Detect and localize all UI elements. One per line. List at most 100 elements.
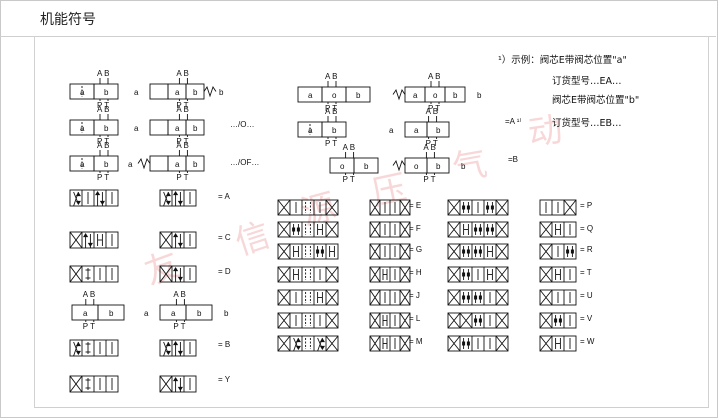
valve-letter: b	[109, 309, 114, 318]
valve-letter: b	[197, 309, 202, 318]
spool-H-group-a	[277, 266, 339, 283]
note-line-3: 阀芯E带阀芯位置"b"	[552, 94, 639, 106]
spool-Y-left	[69, 375, 119, 393]
spool-E-group-a	[277, 199, 339, 216]
spool-M-group-a	[277, 335, 339, 352]
port-label-ab: A B	[176, 141, 188, 150]
code-label-G: = G	[409, 245, 422, 254]
valve-letter: o	[340, 162, 345, 171]
port-label-ab: A B	[343, 143, 355, 152]
port-label-pt: P T	[325, 139, 337, 148]
tail-label: b	[461, 162, 466, 171]
head-label: a	[144, 309, 149, 318]
head-label: a	[389, 126, 394, 135]
port-label-ab: A B	[83, 290, 95, 299]
port-label-ab: A B	[423, 143, 435, 152]
note-line-1: ¹）示例：阀芯E带阀芯位置"a"	[498, 54, 627, 66]
valve-letter: a	[80, 88, 85, 97]
tail-label: b	[477, 91, 482, 100]
code-label-U: = U	[580, 291, 593, 300]
spool-L-group-b	[369, 312, 411, 329]
spool-H-group-b	[369, 266, 411, 283]
spool-H-group-c	[447, 266, 509, 283]
port-label-ab: A B	[97, 141, 109, 150]
watermark-char: 动	[526, 110, 565, 154]
eq-label-a1: =A ¹⁾	[505, 117, 521, 126]
port-label-pt: P T	[176, 137, 188, 146]
tail-label: b	[219, 88, 224, 97]
bottom-rule	[34, 407, 709, 408]
port-label-ab: A B	[426, 107, 438, 116]
port-label-pt: P T	[426, 139, 438, 148]
port-label-ab: A B	[325, 72, 337, 81]
valve-letter: a	[80, 160, 85, 169]
spool-C-left	[69, 231, 119, 249]
code-label-F: = F	[409, 224, 421, 233]
spool-A-left	[69, 189, 119, 207]
spool-E-group-c	[447, 199, 509, 216]
valve-letter: b	[453, 91, 458, 100]
code-label-P: = P	[580, 201, 592, 210]
spool-F-group-a	[277, 221, 339, 238]
spool-J-group-a	[277, 289, 339, 306]
port-label-pt: P T	[325, 104, 337, 113]
spool-L-group-c	[447, 312, 509, 329]
valve-letter: a	[308, 91, 313, 100]
spool-U	[539, 289, 577, 306]
valve-letter: b	[104, 160, 109, 169]
port-label-pt: P T	[173, 322, 185, 331]
left-rule	[34, 36, 35, 408]
valve-letter: b	[356, 91, 361, 100]
code-label-L: = L	[409, 314, 421, 323]
valve-letter: b	[104, 88, 109, 97]
page-title: 机能符号	[40, 11, 96, 27]
valve-letter: b	[193, 160, 198, 169]
port-label-ab: A B	[176, 69, 188, 78]
port-label-pt: P T	[97, 137, 109, 146]
valve-letter: a	[413, 91, 418, 100]
code-label-J: = J	[409, 291, 420, 300]
port-label-pt: P T	[83, 322, 95, 331]
spool-G-group-b	[369, 243, 411, 260]
port-label-ab: A B	[97, 69, 109, 78]
port-label-ab: A B	[325, 107, 337, 116]
right-rule	[708, 36, 709, 408]
port-label-ab: A B	[97, 105, 109, 114]
valve-letter: o	[414, 162, 419, 171]
spool-V	[539, 312, 577, 329]
valve-left-1: A B P T a b	[69, 69, 119, 110]
code-label-E: = E	[409, 201, 421, 210]
note-line-4: 订货型号…EB…	[552, 117, 622, 129]
port-label-ab: A B	[176, 105, 188, 114]
watermark-char: 信	[230, 215, 275, 264]
valve-letter: a	[175, 88, 180, 97]
valve-letter: a	[80, 124, 85, 133]
code-label-Y: = Y	[218, 375, 231, 384]
head-label: a	[134, 124, 139, 133]
valve-letter: b	[436, 162, 441, 171]
port-label-pt: P T	[97, 101, 109, 110]
valve-letter: a	[308, 126, 313, 135]
spool-M-group-c	[447, 335, 509, 352]
port-label-pt: P T	[176, 173, 188, 182]
spool-G-group-c	[447, 243, 509, 260]
port-label-pt: P T	[176, 101, 188, 110]
spool-J-group-b	[369, 289, 411, 306]
spool-Q	[539, 221, 577, 238]
spool-F-group-c	[447, 221, 509, 238]
valve-letter: b	[193, 88, 198, 97]
code-label-H: = H	[409, 268, 422, 277]
spool-D-right	[159, 265, 197, 283]
spool-L-group-a	[277, 312, 339, 329]
valve-letter: a	[171, 309, 176, 318]
code-label-C: = C	[218, 233, 231, 242]
spool-W	[539, 335, 577, 352]
